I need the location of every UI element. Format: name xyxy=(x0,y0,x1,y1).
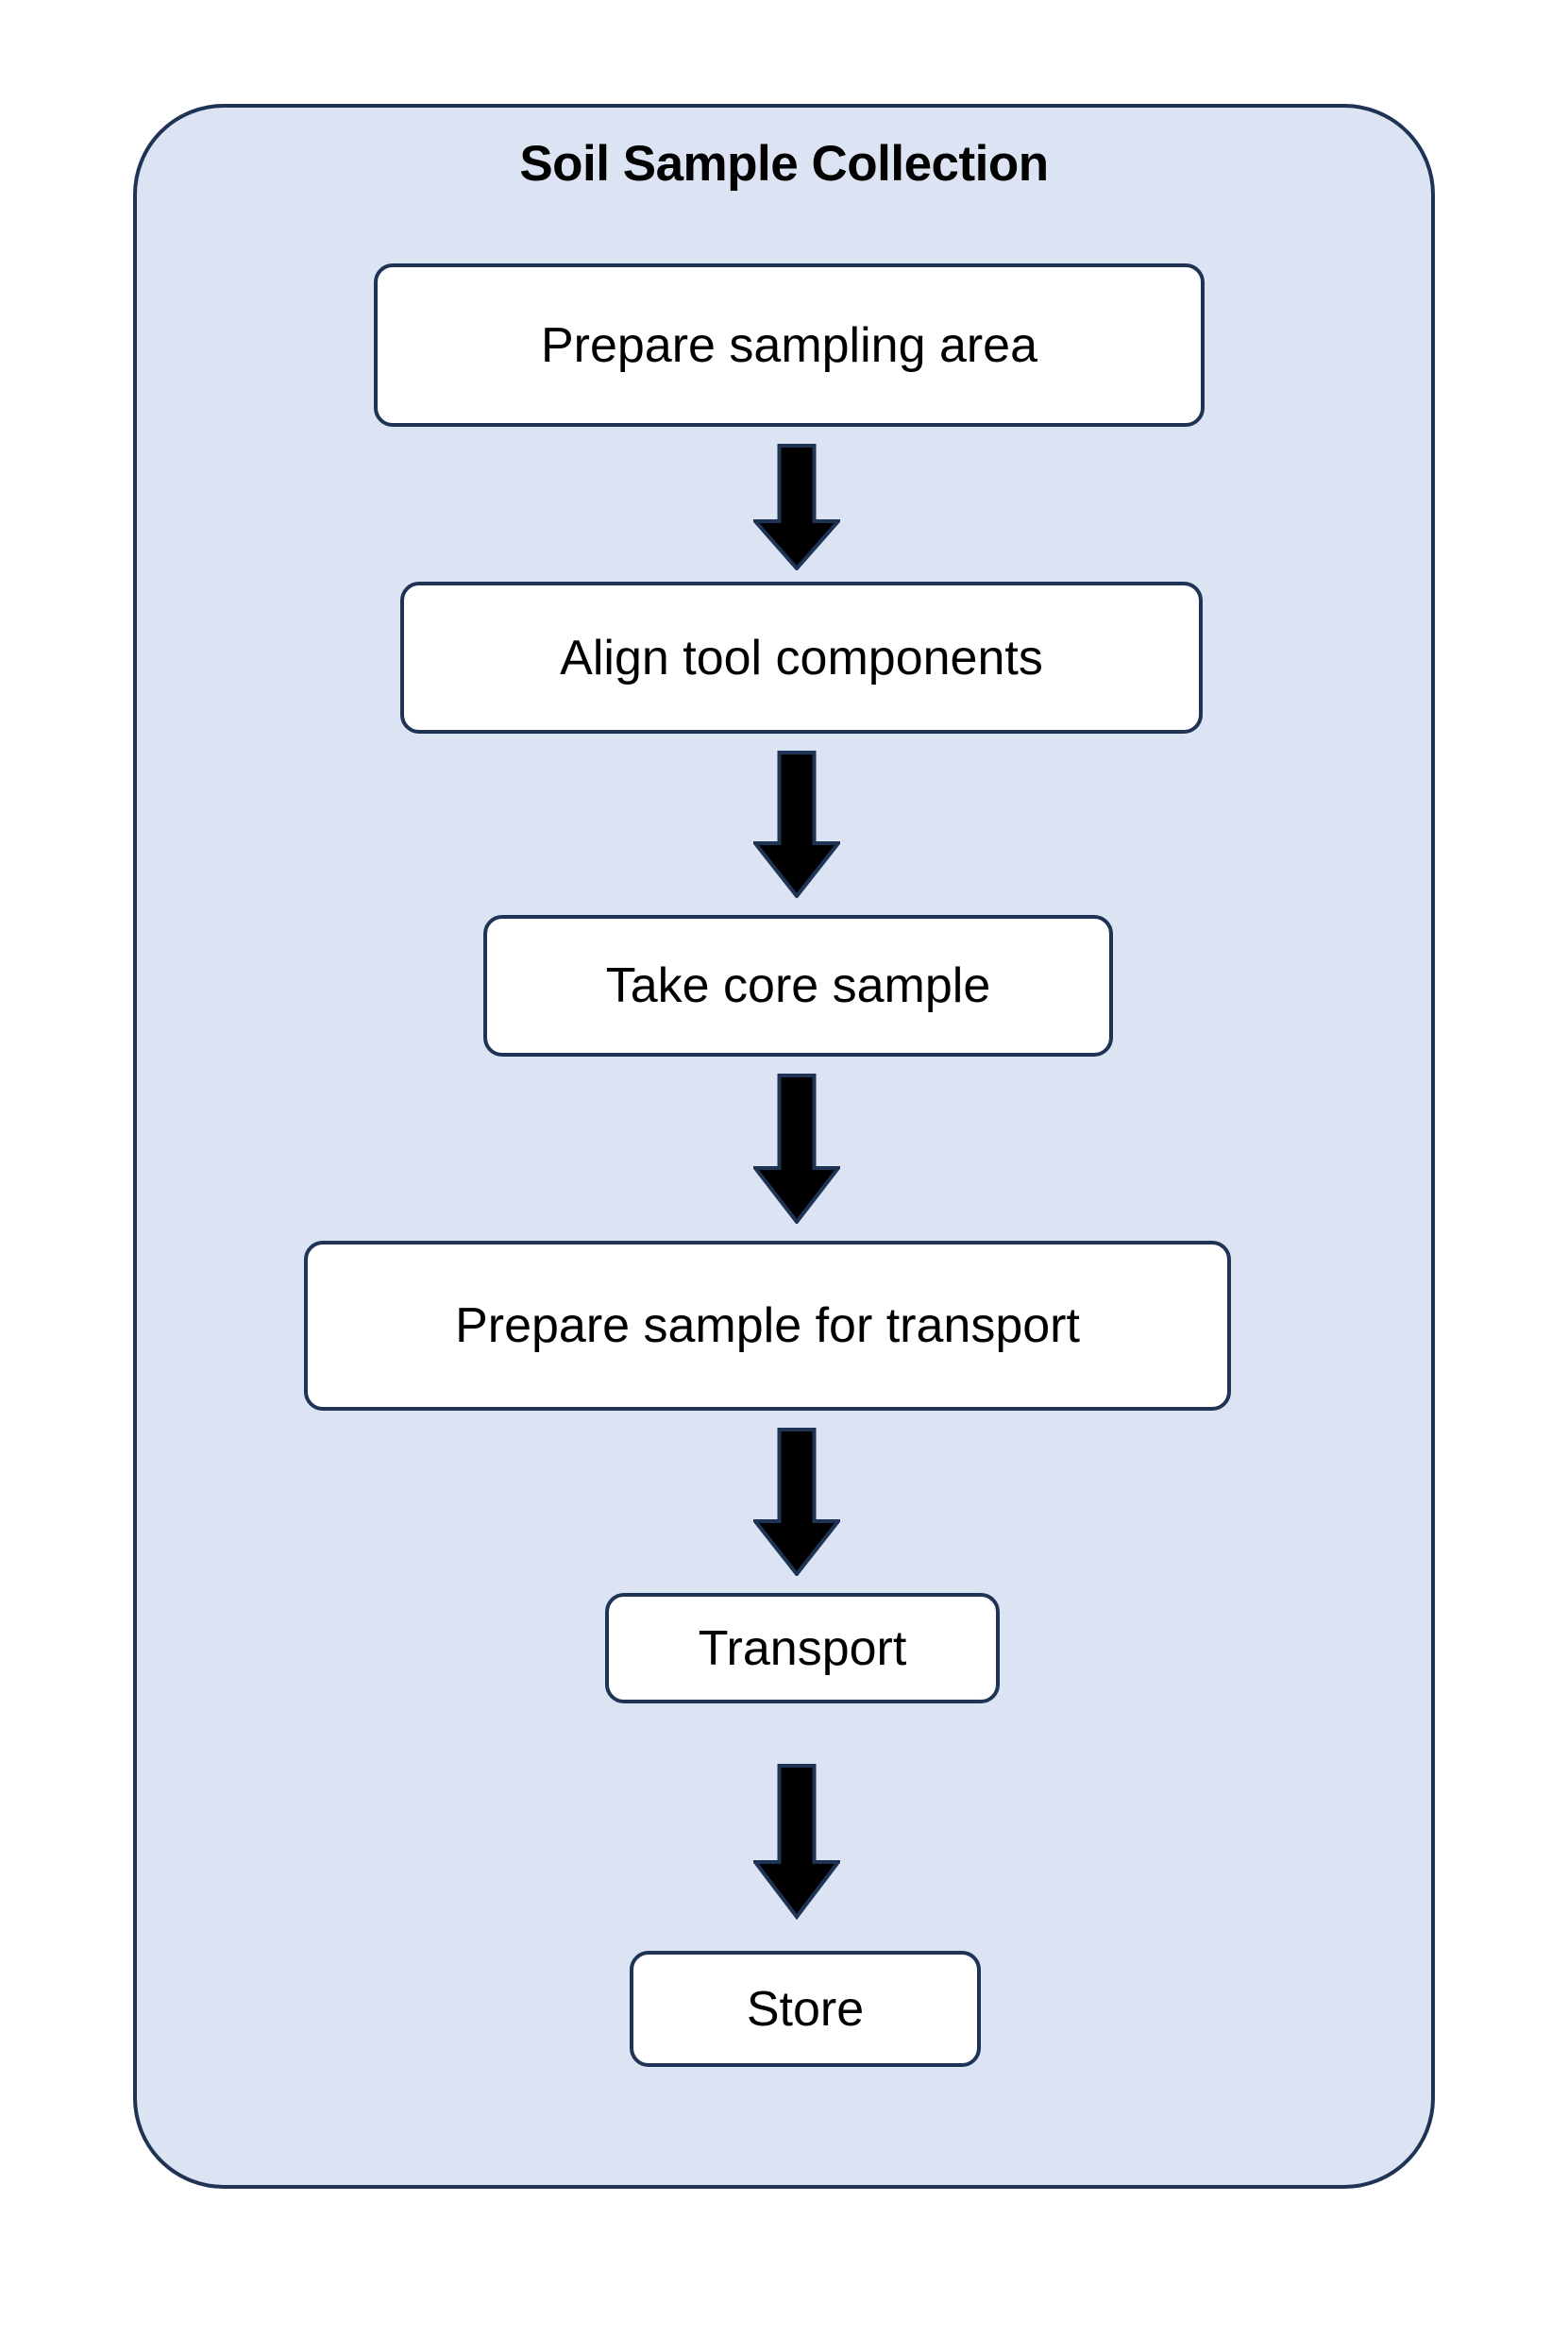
flow-node-label: Align tool components xyxy=(560,630,1043,686)
flow-node-label: Store xyxy=(746,1981,865,2037)
flow-node-label: Prepare sample for transport xyxy=(455,1298,1080,1353)
flow-node-take-core-sample[interactable]: Take core sample xyxy=(483,915,1113,1057)
flow-node-align-tool-components[interactable]: Align tool components xyxy=(400,582,1203,734)
flow-node-prepare-sampling-area[interactable]: Prepare sampling area xyxy=(374,263,1205,427)
flow-node-store[interactable]: Store xyxy=(630,1951,981,2067)
flow-node-prepare-sample-for-transport[interactable]: Prepare sample for transport xyxy=(304,1241,1231,1411)
flow-node-transport[interactable]: Transport xyxy=(605,1593,1000,1703)
arrow-down-icon xyxy=(753,1074,840,1224)
arrow-down-icon xyxy=(753,444,840,570)
arrow-down-icon xyxy=(753,751,840,898)
flow-node-label: Transport xyxy=(698,1620,907,1676)
flow-node-label: Take core sample xyxy=(605,958,991,1013)
arrow-down-icon xyxy=(753,1428,840,1576)
arrow-down-icon xyxy=(753,1720,840,1935)
diagram-title: Soil Sample Collection xyxy=(519,136,1049,192)
flow-node-label: Prepare sampling area xyxy=(540,317,1038,373)
soil-sample-collection-process-container: Soil Sample Collection Prepare sampling … xyxy=(133,104,1435,2189)
